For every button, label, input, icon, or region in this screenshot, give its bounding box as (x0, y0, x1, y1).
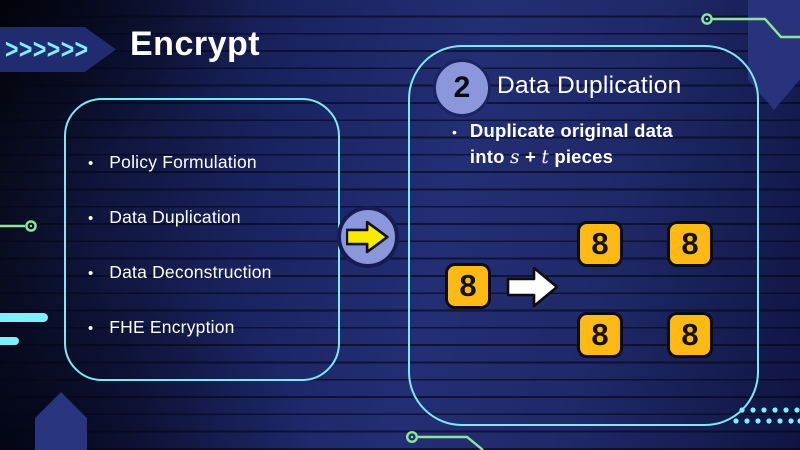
list-item: • Data Duplication (88, 207, 272, 228)
bullet-line-1: Duplicate original data (469, 120, 673, 141)
cyan-bar-decor (0, 313, 48, 322)
data-block-source: 8 (445, 263, 491, 309)
list-item-label: Policy Formulation (109, 152, 257, 172)
bullet-marker: • (452, 124, 457, 140)
data-block-copy: 8 (577, 221, 623, 267)
bullet-marker: • (88, 320, 94, 337)
bullet-marker: • (88, 155, 94, 172)
process-steps-list: • Policy Formulation • Data Duplication … (88, 152, 272, 372)
panel-bullet-text: Duplicate original data into s + t piece… (470, 118, 673, 171)
header-banner: >>>>>> (0, 27, 116, 72)
white-arrow-icon (506, 266, 559, 308)
panel-bullet: • Duplicate original data into s + t pie… (452, 118, 673, 171)
math-var-t: t (541, 147, 549, 168)
transition-circle (337, 206, 399, 268)
cyan-bar-decor-small (0, 337, 19, 345)
list-item: • Data Deconstruction (88, 262, 272, 283)
panel-title: Data Duplication (497, 72, 682, 99)
list-item-label: Data Deconstruction (109, 262, 272, 282)
data-block-copy: 8 (667, 221, 713, 267)
yellow-arrow-icon (346, 220, 389, 254)
bullet-marker: • (88, 265, 94, 282)
list-item: • Policy Formulation (88, 152, 272, 173)
step-number: 2 (453, 71, 471, 104)
data-block-copy: 8 (577, 312, 623, 358)
list-item-label: FHE Encryption (109, 317, 235, 337)
bullet-marker: • (88, 210, 94, 227)
chevrons-icon: >>>>>> (5, 33, 89, 65)
page-title: Encrypt (130, 25, 261, 63)
bullet-line-2: into s + t pieces (469, 146, 614, 168)
pentagon-decor-bottom-left (35, 392, 87, 450)
data-duplication-panel (408, 45, 759, 426)
list-item-label: Data Duplication (109, 207, 241, 227)
step-number-badge: 2 (433, 59, 491, 117)
data-block-copy: 8 (667, 312, 713, 358)
math-var-s: s (509, 147, 520, 168)
list-item: • FHE Encryption (88, 317, 272, 338)
